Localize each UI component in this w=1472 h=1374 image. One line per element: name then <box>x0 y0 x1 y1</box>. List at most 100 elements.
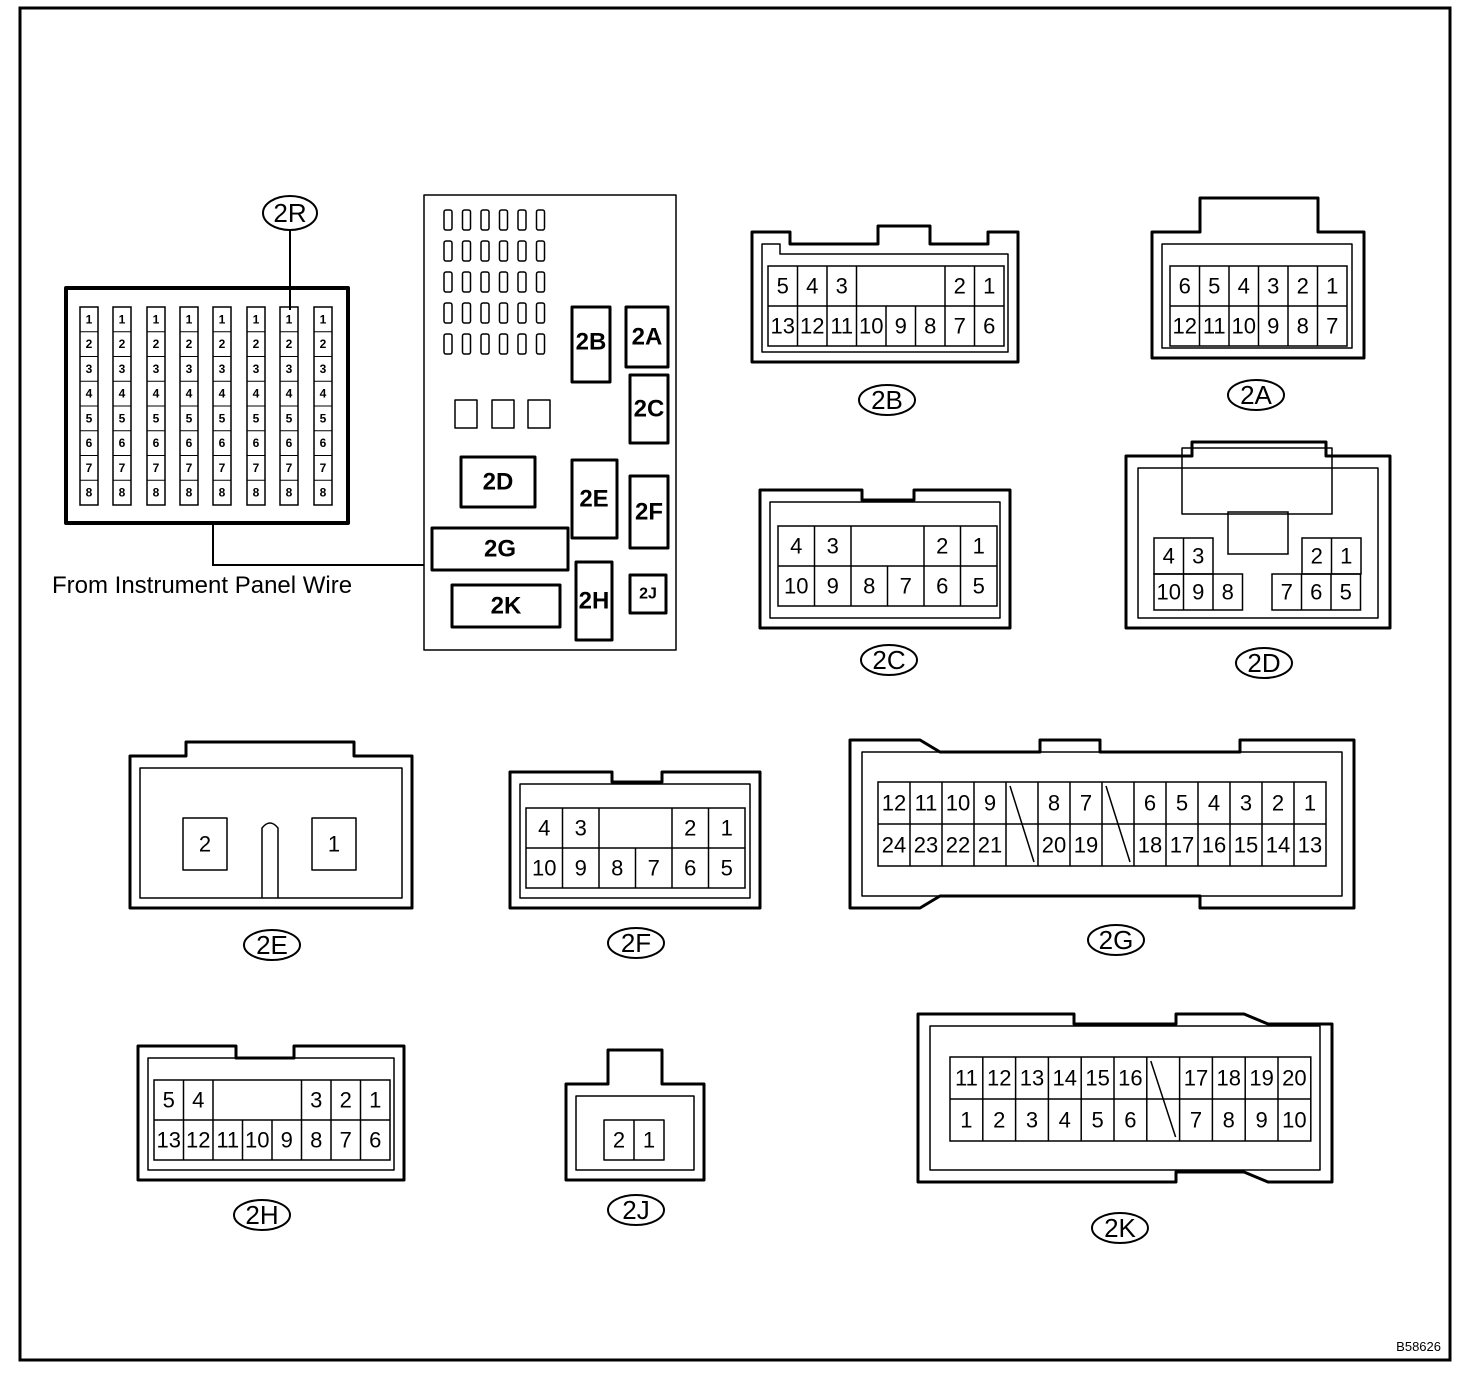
connector-2r: 1234567812345678123456781234567812345678… <box>64 195 424 566</box>
pin-2r: 2 <box>186 337 193 351</box>
pin-2r: 7 <box>186 461 193 475</box>
fuse-slot <box>443 333 453 355</box>
block-2j: 2J <box>639 586 657 603</box>
pin-2r: 4 <box>219 387 226 401</box>
pin-2j-1: 2 <box>613 1128 625 1153</box>
label-2h: 2H <box>245 1200 278 1230</box>
pin-2k: 19 <box>1249 1066 1273 1091</box>
pin-2a: 2 <box>1297 274 1309 299</box>
pin-2g: 24 <box>882 833 906 858</box>
pin-2g: 11 <box>915 791 938 816</box>
label-2a: 2A <box>1240 380 1272 410</box>
pin-2r: 5 <box>219 411 226 425</box>
pin-2r: 2 <box>286 337 293 351</box>
pin-2g: 14 <box>1266 833 1290 858</box>
pin-2r: 8 <box>253 486 260 500</box>
pin-2a: 9 <box>1267 314 1279 339</box>
pin-2a: 7 <box>1326 314 1338 339</box>
pin-2a: 11 <box>1203 314 1226 339</box>
pin-2c: 9 <box>827 574 839 599</box>
pin-2r: 1 <box>119 312 126 326</box>
pin-2b: 10 <box>859 314 883 339</box>
pin-2h: 6 <box>369 1128 381 1153</box>
block-2g: 2G <box>484 536 516 563</box>
pin-2g: 10 <box>946 791 970 816</box>
label-2d: 2D <box>1247 648 1280 678</box>
pin-2f: 3 <box>575 816 587 841</box>
pin-2k: 9 <box>1255 1108 1267 1133</box>
connector-2r-columns: 1234567812345678123456781234567812345678… <box>79 306 333 506</box>
pin-2r: 1 <box>253 312 260 326</box>
pin-2h: 5 <box>163 1088 175 1113</box>
pin-2r: 5 <box>320 411 327 425</box>
pin-2r: 8 <box>219 486 226 500</box>
fuse-slot <box>498 240 509 262</box>
pin-2r: 4 <box>286 387 293 401</box>
pin-2r: 7 <box>153 461 160 475</box>
pin-2g: 3 <box>1240 791 1252 816</box>
pin-2r: 2 <box>153 337 160 351</box>
pin-2k: 10 <box>1282 1108 1306 1133</box>
pin-2c: 5 <box>973 574 985 599</box>
pin-2a: 6 <box>1179 274 1191 299</box>
fuse-slot <box>461 333 472 355</box>
pin-2k: 7 <box>1190 1108 1202 1133</box>
pin-2k: 15 <box>1085 1066 1109 1091</box>
pin-2c: 4 <box>790 534 802 559</box>
pin-2c: 3 <box>827 534 839 559</box>
pin-2c: 2 <box>936 534 948 559</box>
block-2d: 2D <box>483 469 514 496</box>
fuse-slot <box>517 333 527 355</box>
pin-2b: 13 <box>771 314 795 339</box>
pin-2r: 4 <box>153 387 160 401</box>
fuse-slot <box>461 271 472 293</box>
fuse-slot <box>461 240 472 262</box>
pin-2c: 6 <box>936 574 948 599</box>
pin-2g: 20 <box>1042 833 1066 858</box>
pin-2r: 3 <box>286 362 293 376</box>
pin-2b: 11 <box>830 314 853 339</box>
pin-2r: 5 <box>86 411 93 425</box>
pin-2g: 9 <box>984 791 996 816</box>
pin-2j-2: 1 <box>643 1128 655 1153</box>
fuse-slot <box>535 240 546 262</box>
pin-2g: 12 <box>882 791 906 816</box>
pin-2g: 17 <box>1170 833 1194 858</box>
pin-2g: 5 <box>1176 791 1188 816</box>
fuse-grid <box>443 209 546 355</box>
connector-2g: 122411231022921820719618517416315214113 … <box>848 738 1356 956</box>
pin-2d: 10 <box>1157 580 1181 605</box>
fuse-slot <box>517 209 527 231</box>
junction-block: 2B 2A 2C 2D 2E 2F 2G 2K 2H 2J <box>423 194 677 651</box>
pin-2r: 2 <box>219 337 226 351</box>
pin-2r: 3 <box>320 362 327 376</box>
pin-2c: 7 <box>900 574 912 599</box>
fuse-slot <box>461 209 472 231</box>
pin-2r: 3 <box>253 362 260 376</box>
latch <box>1227 511 1289 555</box>
pin-2f: 8 <box>611 856 623 881</box>
pin-2f: 4 <box>538 816 550 841</box>
pin-2r: 7 <box>119 461 126 475</box>
pin-2h: 13 <box>157 1128 181 1153</box>
pin-2r: 1 <box>86 312 93 326</box>
pin-2k: 13 <box>1020 1066 1044 1091</box>
pin-2g: 19 <box>1074 833 1098 858</box>
fuse-slot <box>498 271 509 293</box>
pin-2r: 4 <box>86 387 93 401</box>
block-2f: 2F <box>635 499 663 526</box>
pin-2b: 8 <box>924 314 936 339</box>
pin-2k: 8 <box>1223 1108 1235 1133</box>
fuse-slot <box>443 209 453 231</box>
pin-2k: 14 <box>1053 1066 1077 1091</box>
pin-2g: 2 <box>1272 791 1284 816</box>
pin-2g: 8 <box>1048 791 1060 816</box>
pin-2k: 12 <box>987 1066 1011 1091</box>
pin-grid-frame <box>1271 573 1362 611</box>
pin-2k: 6 <box>1124 1108 1136 1133</box>
pin-2g: 4 <box>1208 791 1220 816</box>
